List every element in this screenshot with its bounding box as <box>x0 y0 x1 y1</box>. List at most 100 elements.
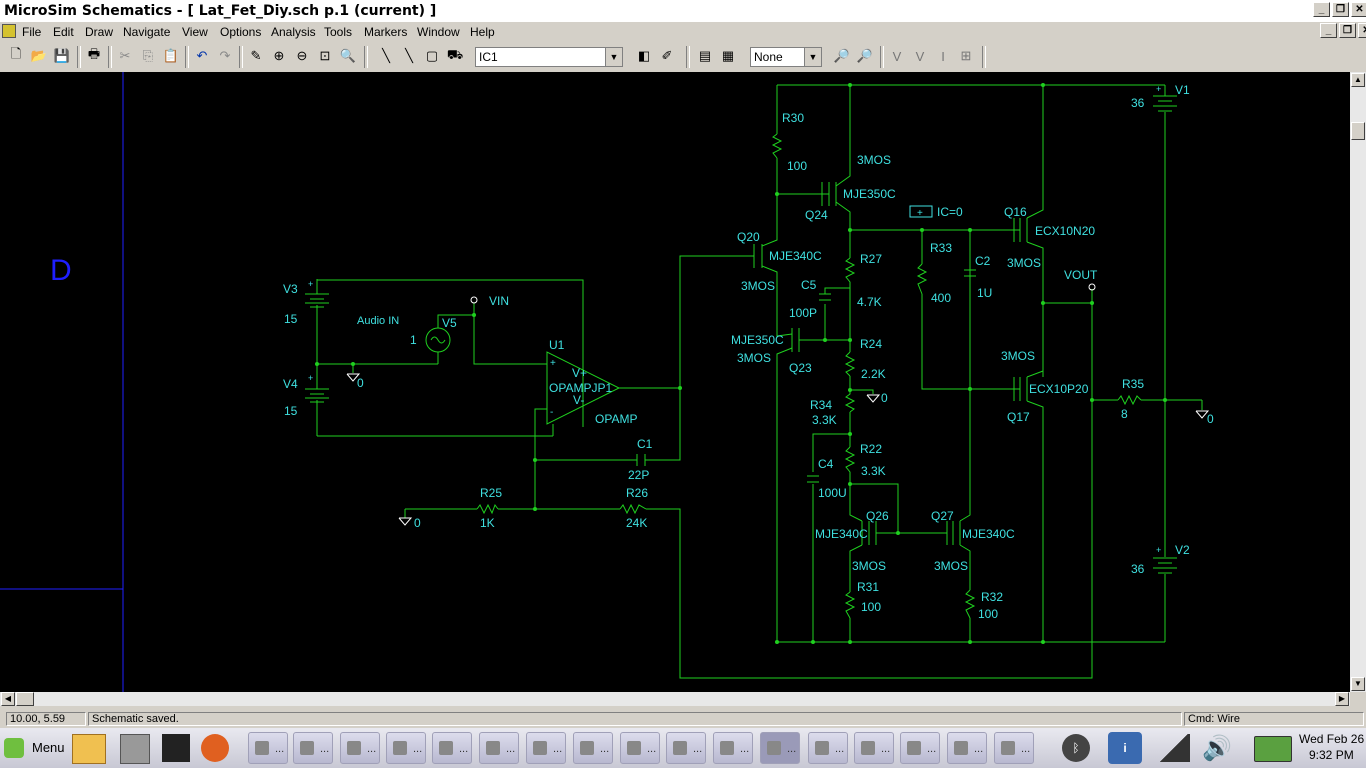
network-signal-icon[interactable] <box>1158 734 1190 762</box>
zoom-fit-icon[interactable]: 🔍 <box>339 48 357 63</box>
restore-button[interactable]: ❐ <box>1332 2 1349 17</box>
schematics-icon <box>767 741 781 755</box>
power-marker-icon[interactable]: ⊞ <box>960 48 972 63</box>
schematic-canvas[interactable]: D <box>0 72 1350 692</box>
scroll-left-icon[interactable]: ◀ <box>1 692 15 706</box>
task-button[interactable]: ... <box>479 732 519 764</box>
task-button[interactable]: ... <box>432 732 472 764</box>
doc-close-button[interactable]: ✕ <box>1358 23 1366 38</box>
zoom-area-icon[interactable]: ⊡ <box>319 48 331 63</box>
horizontal-scrollbar[interactable]: ◀ ▶ <box>0 692 1350 706</box>
chevron-down-icon[interactable]: ▼ <box>804 48 821 66</box>
task-button[interactable]: ... <box>386 732 426 764</box>
draw-bus-icon[interactable]: ╲ <box>405 48 413 63</box>
redraw-icon[interactable]: ✎ <box>250 48 262 63</box>
document-icon[interactable] <box>2 24 16 38</box>
new-icon[interactable]: 🗋 <box>10 46 22 61</box>
doc-minimize-button[interactable]: _ <box>1320 23 1337 38</box>
task-button[interactable]: ... <box>808 732 848 764</box>
title-bar: MicroSim Schematics - [ Lat_Fet_Diy.sch … <box>0 0 1366 22</box>
task-button[interactable]: ... <box>900 732 940 764</box>
task-button[interactable]: ... <box>340 732 380 764</box>
close-button[interactable]: ✕ <box>1351 2 1366 17</box>
doc-restore-button[interactable]: ❐ <box>1339 23 1356 38</box>
battery-icon[interactable] <box>1254 736 1292 762</box>
menu-draw[interactable]: Draw <box>85 25 114 39</box>
scroll-thumb[interactable] <box>1351 122 1365 140</box>
zoom-in-icon[interactable]: ⊕ <box>273 48 285 63</box>
firefox-icon[interactable] <box>201 734 229 762</box>
menu-view[interactable]: View <box>182 25 208 39</box>
simulate-icon[interactable]: ▦ <box>721 48 735 63</box>
task-button[interactable]: ... <box>666 732 706 764</box>
show-desktop-icon[interactable] <box>72 734 106 764</box>
get-part-icon[interactable]: ⛟ <box>446 47 464 62</box>
label-V2-value: 36 <box>1131 562 1145 576</box>
menu-options[interactable]: Options <box>220 25 262 39</box>
label-Q27: Q27 <box>931 509 954 523</box>
open-icon[interactable]: 📂 <box>30 48 48 63</box>
menu-analysis[interactable]: Analysis <box>271 25 316 39</box>
task-button-active[interactable]: ... <box>760 732 800 764</box>
chevron-down-icon[interactable]: ▼ <box>605 48 622 66</box>
label-minus: - <box>550 407 553 418</box>
menu-window[interactable]: Window <box>417 25 460 39</box>
draw-block-icon[interactable]: ▢ <box>425 48 439 63</box>
label-R26-value: 24K <box>626 516 647 530</box>
start-menu-button[interactable]: Menu <box>32 740 65 755</box>
print-icon[interactable]: 🖶 <box>87 46 101 61</box>
terminal-icon[interactable] <box>162 734 190 762</box>
doc-window-controls: _ ❐ ✕ <box>1320 23 1366 38</box>
task-button[interactable]: ... <box>620 732 660 764</box>
view-combo[interactable]: None ▼ <box>750 47 822 67</box>
volume-icon[interactable]: 🔊 <box>1202 735 1232 762</box>
copy-icon[interactable]: ⎘ <box>142 48 154 63</box>
label-Q20-model: 3MOS <box>741 279 775 293</box>
cut-icon[interactable]: ✂ <box>119 48 131 63</box>
menu-help[interactable]: Help <box>470 25 495 39</box>
voltage-marker-icon[interactable]: V <box>892 48 902 64</box>
zoom-out-icon[interactable]: ⊖ <box>296 48 308 63</box>
scroll-right-icon[interactable]: ▶ <box>1335 692 1349 706</box>
update-info-icon[interactable]: i <box>1108 732 1142 764</box>
save-icon[interactable]: 💾 <box>53 48 71 63</box>
editor-icon <box>954 741 968 755</box>
edit-attributes-icon[interactable]: ◧ <box>637 48 651 63</box>
scroll-thumb[interactable] <box>16 692 34 706</box>
redo-icon[interactable]: ↷ <box>219 48 231 63</box>
task-button[interactable]: ... <box>248 732 288 764</box>
undo-icon[interactable]: ↶ <box>196 48 208 63</box>
setup-analysis-icon[interactable]: ▤ <box>698 48 712 63</box>
clock-time[interactable]: 9:32 PM <box>1309 748 1354 762</box>
draw-wire-icon[interactable]: ╲ <box>382 48 390 63</box>
task-button[interactable]: ... <box>573 732 613 764</box>
menu-tools[interactable]: Tools <box>324 25 353 39</box>
bluetooth-icon[interactable]: ᛒ <box>1062 734 1090 762</box>
menu-edit[interactable]: Edit <box>53 25 74 39</box>
mint-logo-icon[interactable] <box>4 738 24 758</box>
menu-navigate[interactable]: Navigate <box>123 25 171 39</box>
scroll-down-icon[interactable]: ▼ <box>1351 677 1365 691</box>
task-button[interactable]: ... <box>947 732 987 764</box>
minimize-button[interactable]: _ <box>1313 2 1330 17</box>
clock-date[interactable]: Wed Feb 26 <box>1299 732 1365 746</box>
task-button[interactable]: ... <box>526 732 566 764</box>
menu-file[interactable]: File <box>22 25 42 39</box>
edit-symbol-icon[interactable]: ✐ <box>661 48 673 63</box>
file-manager-icon[interactable] <box>120 734 150 764</box>
scroll-up-icon[interactable]: ▲ <box>1351 73 1365 87</box>
task-button[interactable]: ... <box>713 732 753 764</box>
probe-icon[interactable]: 🔎 <box>833 48 851 63</box>
task-button[interactable]: ... <box>994 732 1034 764</box>
voltage-diff-marker-icon[interactable]: V <box>915 48 925 64</box>
menu-markers[interactable]: Markers <box>364 25 408 39</box>
task-button[interactable]: ... <box>854 732 894 764</box>
paste-icon[interactable]: 📋 <box>162 48 180 63</box>
probe-all-icon[interactable]: 🔎 <box>856 48 874 63</box>
current-marker-icon[interactable]: I <box>941 48 945 64</box>
task-button[interactable]: ... <box>293 732 333 764</box>
vertical-scrollbar[interactable]: ▲ ▼ <box>1350 72 1366 692</box>
part-combo[interactable]: IC1 ▼ <box>475 47 623 67</box>
label-R25-value: 1K <box>480 516 495 530</box>
folder-icon <box>347 741 361 755</box>
